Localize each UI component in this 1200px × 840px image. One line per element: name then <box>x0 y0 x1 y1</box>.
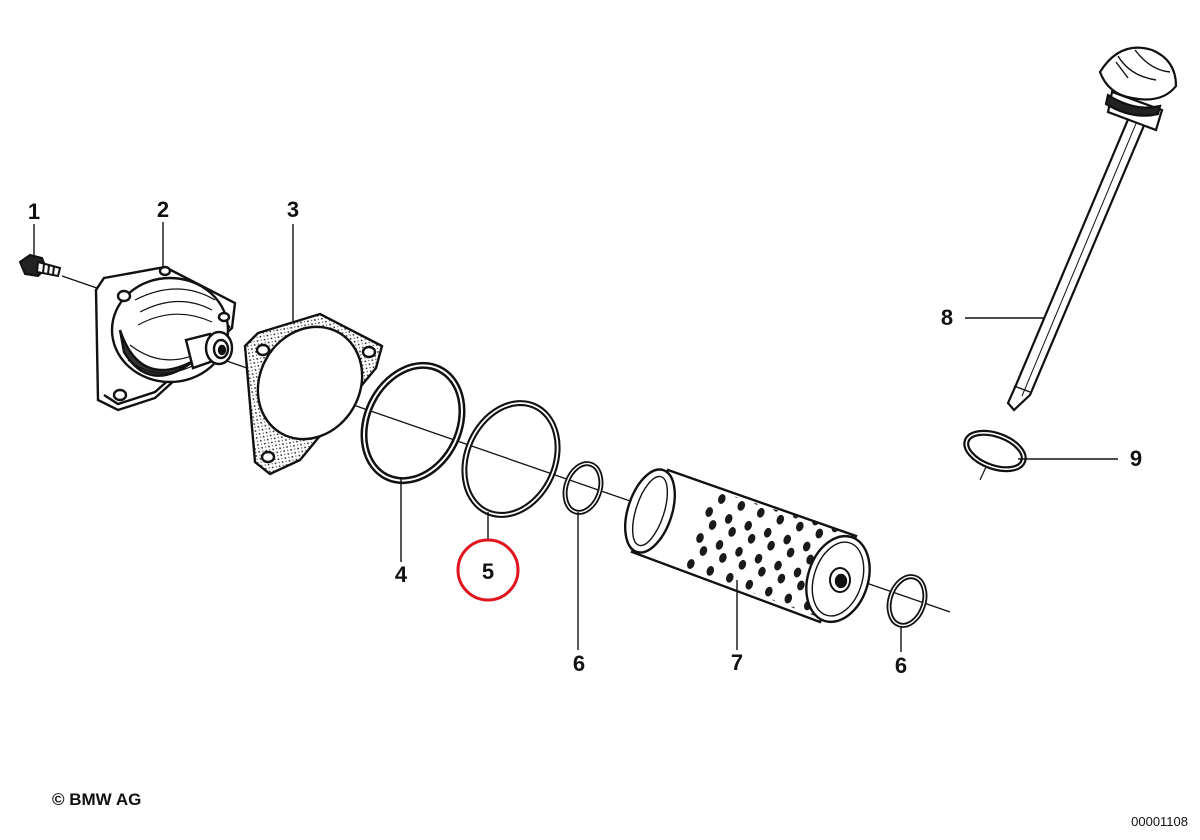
filter-perforation <box>833 639 843 651</box>
filter-perforation <box>802 541 811 552</box>
part-label-2: 2 <box>156 197 170 222</box>
filter-perforation <box>912 562 922 574</box>
filter-perforation <box>677 585 686 595</box>
diagram-id: 00001108 <box>1131 814 1188 829</box>
filter-perforation <box>776 514 785 525</box>
filter-perforation <box>754 553 763 564</box>
part-label-9: 9 <box>1129 446 1143 471</box>
filter-perforation <box>777 573 786 584</box>
filter-perforation <box>861 620 871 632</box>
filter-perforation <box>737 501 746 511</box>
filter-perforation <box>716 598 725 609</box>
filter-perforation <box>892 555 902 567</box>
filter-perforation <box>794 625 804 637</box>
filter-perforation <box>706 566 715 576</box>
filter-perforation <box>852 646 862 658</box>
filter-perforation <box>715 540 724 550</box>
filter-perforation <box>696 533 704 543</box>
seal-ring-part-6-left <box>562 461 604 515</box>
filter-perforation <box>874 607 884 619</box>
filter-perforation <box>845 626 855 638</box>
filter-perforation <box>728 527 736 537</box>
part-label-7: 7 <box>730 650 744 675</box>
ring-part-4 <box>360 361 466 485</box>
dipstick-part-8 <box>1006 46 1178 412</box>
filter-perforation <box>765 586 773 597</box>
filter-perforation <box>889 542 899 554</box>
filter-perforation <box>699 546 708 556</box>
part-label-6-right: 6 <box>894 653 908 678</box>
filter-perforation <box>724 514 733 524</box>
filter-perforation <box>697 592 705 602</box>
filter-perforation <box>719 553 727 563</box>
filter-perforation <box>813 632 823 644</box>
part-label-4: 4 <box>394 562 408 587</box>
filter-perforation <box>745 579 754 590</box>
filter-perforation <box>793 567 802 578</box>
filter-perforation <box>870 594 880 606</box>
filter-perforation <box>757 507 765 518</box>
filter-perforation <box>873 548 883 560</box>
filter-perforation <box>908 549 918 561</box>
filter-part-7 <box>624 468 922 665</box>
bolt-part-1 <box>18 253 62 278</box>
filter-perforation <box>815 528 824 539</box>
part-label-6-left: 6 <box>572 651 586 676</box>
part-label-5: 5 <box>481 559 495 584</box>
filter-perforation <box>797 580 805 591</box>
part-label-3: 3 <box>286 197 300 222</box>
copyright-notice: © BMW AG <box>52 790 142 809</box>
filter-perforation <box>763 527 772 538</box>
filter-perforation <box>880 568 890 580</box>
filter-perforation <box>774 560 782 571</box>
filter-perforation <box>744 520 752 531</box>
filter-perforation <box>872 653 882 665</box>
filter-perforation <box>774 619 784 631</box>
filter-perforation <box>755 612 764 617</box>
filter-perforation <box>738 559 747 570</box>
filter-perforation <box>865 633 875 645</box>
filter-perforation <box>758 566 766 577</box>
cover-part-2 <box>94 265 237 412</box>
filter-perforation <box>726 572 734 583</box>
highlight-circle <box>456 538 520 602</box>
filter-perforation <box>718 494 726 504</box>
filter-perforation <box>869 535 879 547</box>
filter-perforation <box>708 520 717 530</box>
filter-perforation <box>747 533 756 544</box>
ring-part-5 <box>461 400 561 518</box>
filter-perforation <box>881 627 891 639</box>
filter-perforation <box>884 640 894 652</box>
washer-part-9 <box>963 429 1027 481</box>
filter-perforation <box>796 521 804 532</box>
filter-perforation <box>786 547 795 558</box>
part-label-1: 1 <box>27 199 41 224</box>
part-label-8: 8 <box>940 305 954 330</box>
leader-lines <box>33 222 1118 652</box>
filter-perforation <box>767 540 775 551</box>
seal-ring-part-6-right <box>886 574 928 628</box>
filter-perforation <box>687 559 695 569</box>
filter-perforation <box>705 507 713 517</box>
filter-perforation <box>735 546 743 557</box>
filter-perforation <box>784 593 793 604</box>
gasket-part-3 <box>243 312 384 476</box>
filter-perforation <box>783 534 791 545</box>
